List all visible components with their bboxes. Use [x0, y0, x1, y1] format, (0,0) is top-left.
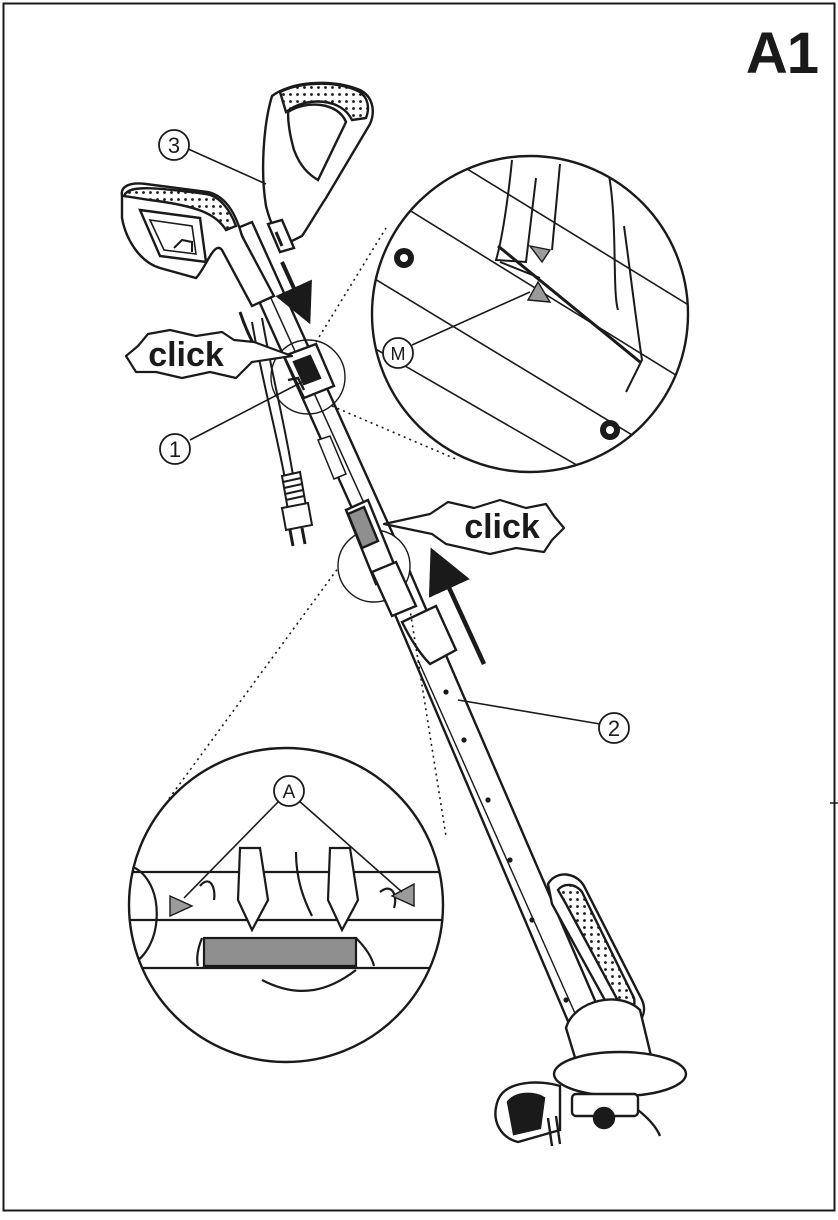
click-burst-upper: click: [124, 328, 294, 380]
callout-1-label: 1: [169, 437, 181, 462]
main-handle: [120, 182, 276, 308]
auxiliary-handle: [261, 81, 374, 254]
callout-m: M: [382, 337, 414, 369]
callout-leaders: [185, 147, 601, 725]
collar-detail-ring: [270, 339, 346, 415]
figure-id: A1: [745, 21, 819, 86]
callout-2: 2: [598, 712, 630, 744]
cutting-head: [494, 998, 688, 1147]
callout-3-label: 3: [168, 133, 180, 158]
callout-2-label: 2: [608, 716, 620, 741]
click-label-lower: click: [464, 508, 540, 546]
plug-icon: [280, 501, 314, 547]
callout-a: A: [273, 775, 305, 807]
shaft-holes: [443, 689, 569, 1003]
callout-1: 1: [159, 433, 191, 465]
detail-view-m: [370, 154, 690, 474]
handle-collar: [282, 342, 336, 400]
click-burst-lower: click: [382, 498, 566, 556]
click-label-upper: click: [148, 336, 224, 374]
joint-connector: [344, 498, 418, 618]
detail-view-a: [127, 746, 445, 1064]
callout-3: 3: [158, 129, 190, 161]
detail-leaders: [167, 227, 459, 837]
callout-a-label: A: [283, 782, 296, 803]
callout-m-label: M: [391, 344, 406, 364]
down-arrow: [275, 261, 312, 325]
up-arrow: [428, 547, 487, 665]
cable-strain-relief: [280, 470, 308, 512]
